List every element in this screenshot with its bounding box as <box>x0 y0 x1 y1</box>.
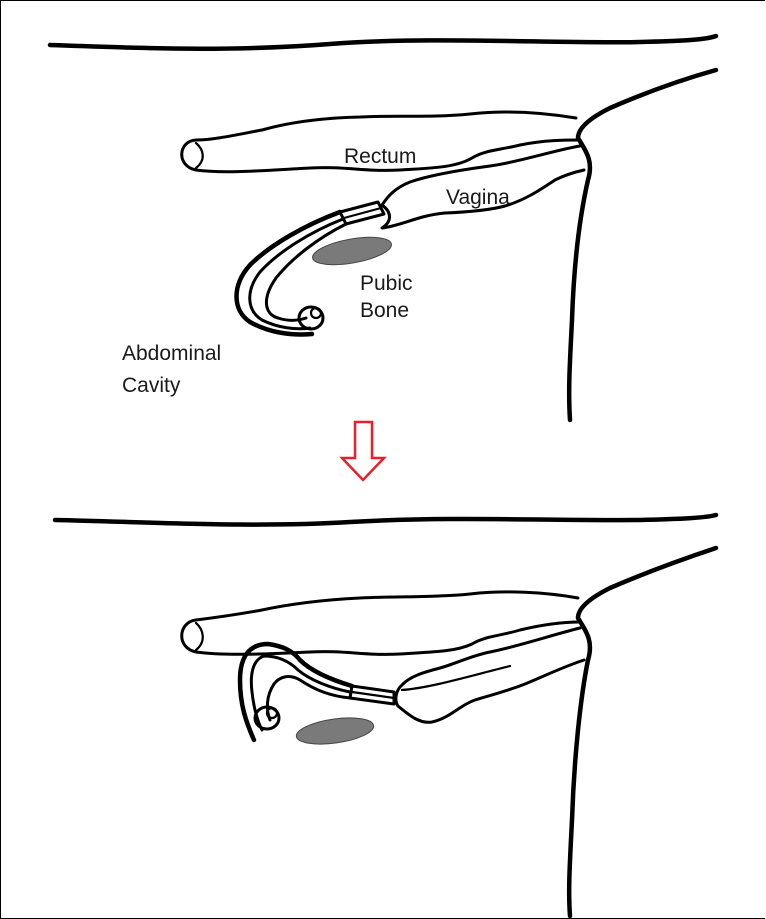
panel-before: Rectum Vagina Pubic Bone Abdominal Cavit… <box>50 36 716 420</box>
down-arrow-icon <box>342 422 384 480</box>
uterus-inner <box>266 224 346 320</box>
tail-outline <box>569 548 716 916</box>
label-abdominal-cavity-line2: Cavity <box>122 374 181 397</box>
cervix-ring <box>352 692 394 698</box>
label-abdominal-cavity-line1: Abdominal <box>122 342 221 365</box>
panel-after <box>55 515 716 916</box>
label-rectum: Rectum <box>344 145 416 168</box>
vagina-inner-line <box>402 666 510 690</box>
rectum-inner-fold <box>196 623 203 650</box>
label-pubic-bone-line1: Pubic <box>360 272 413 295</box>
tail-outline <box>569 70 716 420</box>
pubic-bone <box>295 714 376 749</box>
label-pubic-bone-line2: Bone <box>360 299 409 322</box>
label-vagina: Vagina <box>446 186 510 209</box>
rectum-inner-fold <box>196 143 203 168</box>
back-outline <box>55 515 716 525</box>
back-outline <box>50 36 716 49</box>
uterus-outer <box>237 212 341 335</box>
vagina-outline <box>396 628 584 722</box>
uterus-mid <box>250 219 343 329</box>
